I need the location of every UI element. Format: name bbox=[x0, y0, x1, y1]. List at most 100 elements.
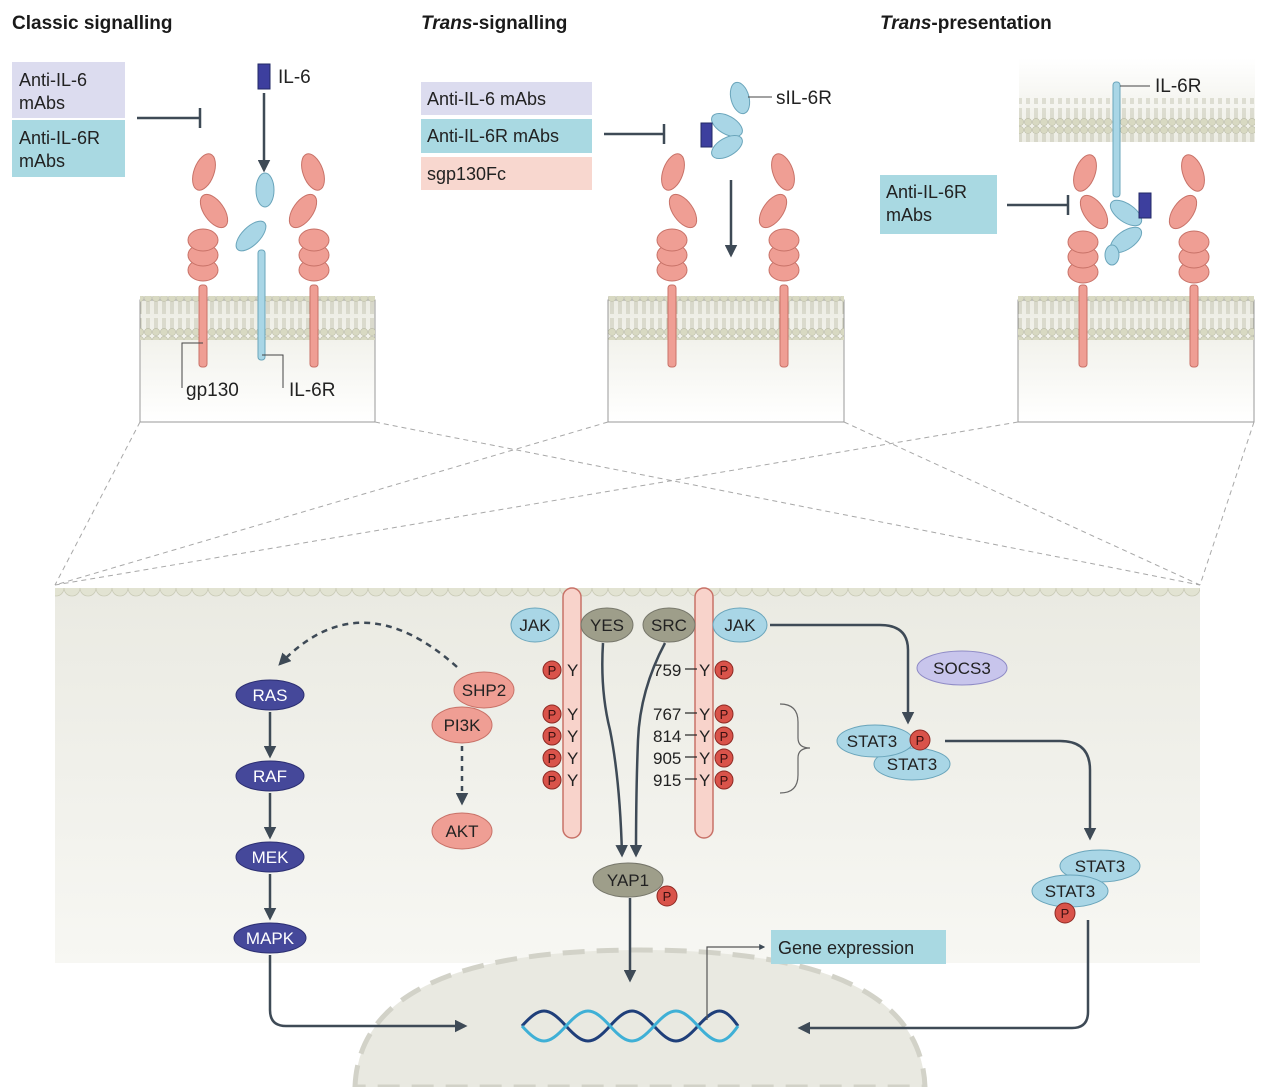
mapk-node bbox=[233, 922, 307, 954]
anti-il6r-label-line2: mAbs bbox=[886, 205, 932, 225]
il6r-label: IL-6R bbox=[289, 380, 335, 401]
trans-word: Trans bbox=[421, 13, 472, 34]
phosphate-label: P bbox=[1061, 906, 1070, 921]
shp2-to-ras-arrow bbox=[278, 621, 458, 668]
phosphate-label: P bbox=[916, 733, 925, 748]
sil6r-label: sIL-6R bbox=[776, 88, 832, 109]
ras-node bbox=[235, 679, 305, 711]
anti-il6r-label: Anti-IL-6R mAbs bbox=[427, 126, 559, 146]
akt-node bbox=[431, 812, 493, 850]
svg-text:915: 915 bbox=[653, 771, 681, 790]
jak-to-stat3-arrow bbox=[770, 623, 915, 725]
sgp130fc-box bbox=[421, 157, 592, 190]
yes-to-yap1-arrow bbox=[601, 642, 628, 858]
il6r-receptor bbox=[235, 172, 275, 361]
svg-text:Y: Y bbox=[699, 749, 710, 768]
akt-label: AKT bbox=[445, 822, 478, 841]
socs3-node bbox=[916, 650, 1008, 686]
svg-text:Y: Y bbox=[699, 771, 710, 790]
signalling-word: -signalling bbox=[472, 13, 567, 34]
stat3-monomer-lower bbox=[873, 747, 951, 781]
gp130-leader-line bbox=[181, 342, 203, 388]
anti-il6r-box bbox=[12, 120, 125, 177]
mek-label: MEK bbox=[252, 848, 290, 867]
svg-text:Y: Y bbox=[567, 749, 578, 768]
gp130-receptor bbox=[1067, 154, 1109, 368]
anti-il6r-label-line1: Anti-IL-6R bbox=[19, 128, 100, 148]
gene-expression-box bbox=[771, 930, 946, 964]
trans-signalling-title: Trans-signalling bbox=[421, 13, 567, 34]
shp2-label: SHP2 bbox=[462, 681, 506, 700]
nucleus bbox=[352, 947, 928, 1087]
mapk-to-nucleus-arrow bbox=[268, 955, 468, 1033]
svg-text:Y: Y bbox=[567, 727, 578, 746]
gp130-receptor bbox=[288, 153, 330, 368]
raf-label: RAF bbox=[253, 767, 287, 786]
svg-text:Y: Y bbox=[699, 727, 710, 746]
phosphate-badge bbox=[909, 729, 931, 751]
anti-il6r-label-line1: Anti-IL-6R bbox=[886, 182, 967, 202]
phosphotyrosine-sites-right: 759 Y P 767 Y P 814 Y P 905 Y P 915 Y P bbox=[653, 660, 734, 790]
svg-text:Y: Y bbox=[699, 705, 710, 724]
svg-text:P: P bbox=[548, 751, 557, 766]
raf-node bbox=[235, 760, 305, 792]
stat3-docking-bracket bbox=[779, 703, 811, 794]
svg-text:P: P bbox=[720, 751, 729, 766]
gp130-receptor bbox=[187, 153, 229, 368]
svg-text:P: P bbox=[548, 707, 557, 722]
zoom-connector-lines bbox=[54, 421, 1255, 586]
ras-label: RAS bbox=[253, 686, 288, 705]
soluble-il6r-complex bbox=[700, 81, 751, 160]
yap1-label: YAP1 bbox=[607, 871, 649, 890]
stat3-label: STAT3 bbox=[1075, 857, 1125, 876]
anti-il6-label-line2: mAbs bbox=[19, 93, 65, 113]
plasma-membrane-edge bbox=[55, 588, 1200, 600]
jak-label: JAK bbox=[519, 616, 551, 635]
anti-il6r-label-line2: mAbs bbox=[19, 151, 65, 171]
sgp130fc-label: sgp130Fc bbox=[427, 164, 506, 184]
classic-title: Classic signalling bbox=[12, 13, 173, 34]
svg-text:Y: Y bbox=[567, 771, 578, 790]
stat3-label: STAT3 bbox=[847, 732, 897, 751]
inhibition-bar bbox=[1007, 195, 1070, 215]
il6r-leader-line bbox=[262, 354, 284, 388]
il6r-label: IL-6R bbox=[1155, 76, 1201, 97]
trans-presentation-title: Trans-presentation bbox=[880, 13, 1052, 34]
pi3k-label: PI3K bbox=[444, 716, 482, 735]
shp2-node bbox=[453, 671, 515, 709]
anti-il6r-box bbox=[880, 175, 997, 234]
svg-text:Y: Y bbox=[699, 661, 710, 680]
pi3k-node bbox=[431, 706, 493, 744]
lipid-bilayer bbox=[1018, 296, 1254, 340]
svg-text:P: P bbox=[548, 729, 557, 744]
svg-text:P: P bbox=[548, 663, 557, 678]
svg-text:Y: Y bbox=[567, 661, 578, 680]
membrane-bound-il6r-complex bbox=[1104, 192, 1152, 266]
src-to-yap1-arrow bbox=[629, 642, 667, 858]
inhibition-bar bbox=[137, 108, 202, 128]
phosphate-badge bbox=[1054, 902, 1076, 924]
stat3-dimerisation-arrow bbox=[945, 739, 1097, 841]
gp130-cytoplasmic-tail-left bbox=[562, 587, 582, 839]
il6-ligand bbox=[257, 63, 271, 90]
phosphate-badge bbox=[656, 885, 678, 907]
anti-il6-box bbox=[12, 62, 125, 118]
lipid-bilayer bbox=[608, 296, 844, 340]
stat3-label: STAT3 bbox=[1045, 882, 1095, 901]
src-kinase bbox=[642, 607, 696, 643]
yes-kinase bbox=[580, 607, 634, 643]
gp130-receptor bbox=[758, 153, 800, 368]
svg-text:814: 814 bbox=[653, 727, 681, 746]
phosphate-label: P bbox=[663, 889, 672, 904]
svg-text:Y: Y bbox=[567, 705, 578, 724]
mapk-label: MAPK bbox=[246, 929, 295, 948]
anti-il6-label-line1: Anti-IL-6 bbox=[19, 70, 87, 90]
cytoplasm bbox=[55, 588, 1200, 963]
trans-word: Trans bbox=[880, 13, 931, 34]
stat3-to-nucleus-arrow bbox=[797, 920, 1090, 1035]
yes-label: YES bbox=[590, 616, 624, 635]
gene-expression-arrow bbox=[706, 944, 766, 1020]
jak-kinase-left bbox=[510, 607, 560, 643]
gene-expression-label: Gene expression bbox=[778, 938, 914, 958]
